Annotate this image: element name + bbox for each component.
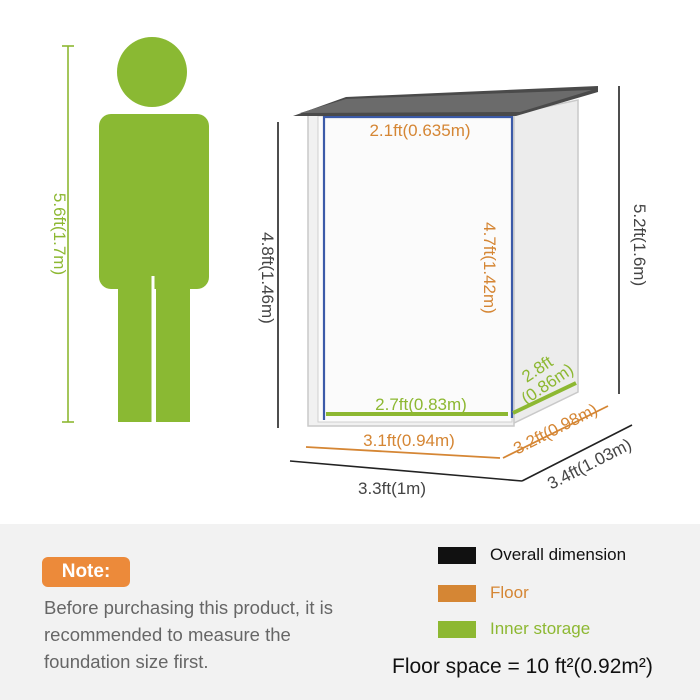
inner-depth-line: [512, 381, 577, 415]
floor-width-line: [305, 446, 501, 459]
legend-label-inner: Inner storage: [490, 619, 591, 638]
floor-depth-line: [502, 405, 609, 459]
door-height-label: 4.7ft(1.42m): [480, 222, 499, 314]
legend-swatch-overall: [438, 547, 476, 564]
overall-width-line: [289, 460, 523, 482]
floor-width-label: 3.1ft(0.94m): [363, 431, 455, 450]
door-frame: [322, 115, 514, 420]
person-right-leg: [156, 270, 190, 422]
shed-dimension-diagram: 5.6ft(1.7m) 4.8ft(1.46m) 5.2ft(1.6m) 2.1…: [50, 37, 649, 498]
overall-width-label: 3.3ft(1m): [358, 479, 426, 498]
overall-depth-line: [521, 424, 633, 482]
note-text: Before purchasing this product, it is re…: [44, 597, 333, 672]
roof-top-face: [300, 90, 592, 113]
person-head: [117, 37, 187, 107]
front-height-label: 4.8ft(1.46m): [258, 232, 277, 324]
inner-width-label: 2.7ft(0.83m): [375, 395, 467, 414]
floor-space-label: Floor space = 10 ft²(0.92m²): [392, 655, 653, 678]
legend-label-floor: Floor: [490, 583, 529, 602]
door-width-label: 2.1ft(0.635m): [369, 121, 470, 140]
info-panel: [0, 524, 700, 700]
shed-door: [317, 115, 513, 423]
overall-depth-label: 3.4ft(1.03m): [544, 435, 634, 494]
back-height-label: 5.2ft(1.6m): [630, 204, 649, 286]
legend-label-overall: Overall dimension: [490, 545, 627, 564]
person-left-leg: [118, 270, 152, 422]
person-body: [99, 114, 209, 289]
person-silhouette: [99, 37, 209, 422]
note-badge: Note:: [42, 557, 130, 587]
person-height-line: [62, 45, 74, 423]
legend-swatch-floor: [438, 585, 476, 602]
legend-swatch-inner: [438, 621, 476, 638]
person-height-label: 5.6ft(1.7m): [50, 193, 69, 275]
